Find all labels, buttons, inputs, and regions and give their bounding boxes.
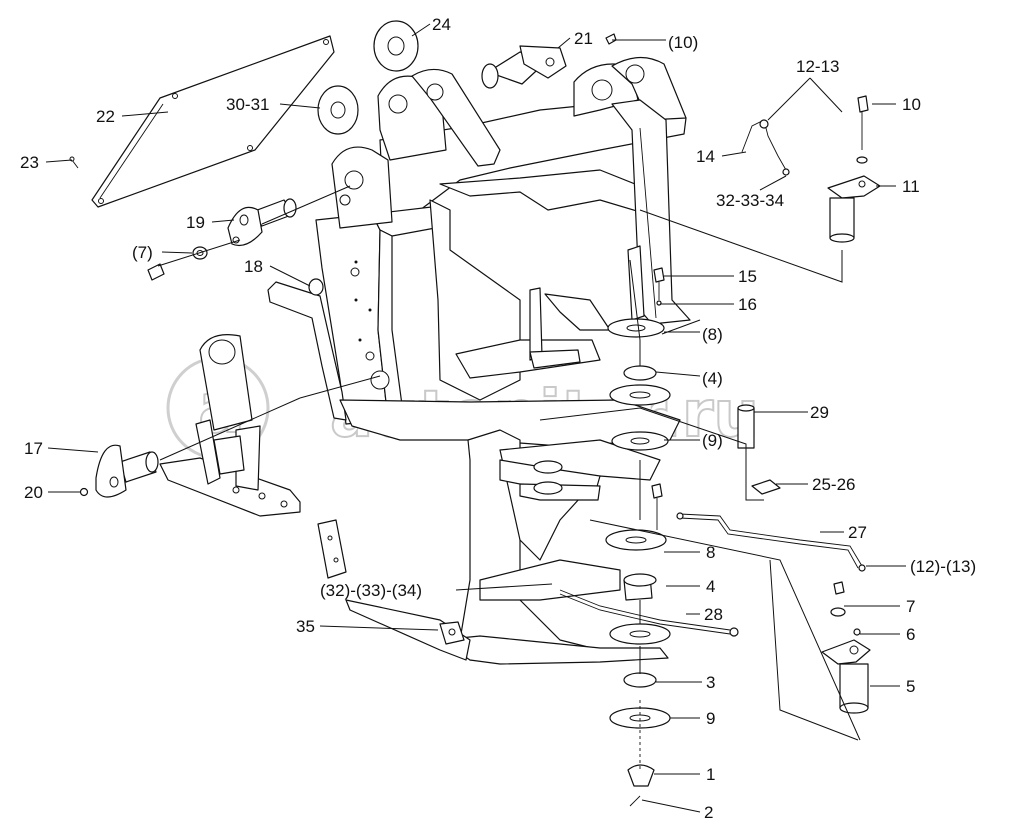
- callout-8-ref: (8): [702, 325, 723, 344]
- pin-5: [821, 639, 871, 714]
- callout-6: 6: [906, 625, 915, 644]
- pivot-stack-upper: [607, 318, 671, 451]
- callout-3: 3: [706, 673, 715, 692]
- lube-line-28: [559, 589, 739, 637]
- main-frame: [159, 56, 691, 665]
- leader-lines: [45, 23, 906, 813]
- callout-10-ref: (10): [668, 33, 698, 52]
- washer-30-31: [317, 85, 359, 135]
- callout-29: 29: [810, 403, 829, 422]
- callout-12-13: 12-13: [796, 57, 839, 76]
- lube-line-14: [741, 119, 790, 176]
- lube-line-27: [676, 512, 866, 572]
- callout-16: 16: [738, 295, 757, 314]
- callout-27: 27: [848, 523, 867, 542]
- callout-20: 20: [24, 483, 43, 502]
- callout-1: 1: [706, 765, 715, 784]
- bolt-lower-stack: [651, 483, 663, 530]
- washer-7-bolt: [147, 246, 208, 281]
- small-bolt-20: [79, 487, 89, 497]
- callout-19: 19: [186, 213, 205, 232]
- callout-22: 22: [96, 107, 115, 126]
- bolt-10: [856, 95, 869, 164]
- callout-23: 23: [20, 153, 39, 172]
- plate-25-26: [751, 479, 781, 495]
- callout-30-31: 30-31: [226, 95, 269, 114]
- bolt-7: [830, 581, 846, 617]
- callout-18: 18: [244, 257, 263, 276]
- callout-7: 7: [906, 597, 915, 616]
- pivot-stack-lower: [605, 529, 671, 807]
- grease-fitting-18: [308, 278, 324, 296]
- callout-25-26: 25-26: [812, 475, 855, 494]
- callout-2: 2: [704, 803, 713, 822]
- frame-bolt-holes: [354, 260, 372, 342]
- callout-21: 21: [574, 29, 593, 48]
- callout-labels: 24 21 (10) 22 30-31 12-13 10 23 14 11 32…: [20, 15, 976, 822]
- callout-28: 28: [704, 605, 723, 624]
- callout-10: 10: [902, 95, 921, 114]
- callout-17: 17: [24, 439, 43, 458]
- callout-5: 5: [906, 677, 915, 696]
- callout-12-13-ref: (12)-(13): [910, 557, 976, 576]
- washer-24: [373, 20, 419, 72]
- cover-plate: [91, 35, 335, 208]
- small-bolt-23: [69, 156, 79, 169]
- callout-7-ref: (7): [132, 243, 153, 262]
- callout-32-33-34: 32-33-34: [716, 191, 784, 210]
- callout-11: 11: [902, 177, 920, 196]
- pin-19: [227, 198, 297, 247]
- callout-9: 9: [706, 709, 715, 728]
- pin-11: [827, 175, 881, 243]
- callout-4: 4: [706, 577, 715, 596]
- callout-8: 8: [706, 543, 715, 562]
- callout-14: 14: [696, 147, 715, 166]
- callout-32-33-34-ref: (32)-(33)-(34): [320, 581, 422, 600]
- nut-6: [853, 628, 861, 636]
- callout-15: 15: [738, 267, 757, 286]
- pin-17: [95, 444, 159, 498]
- assembly-lines: [157, 185, 861, 741]
- pin-21: [481, 33, 617, 89]
- callout-24: 24: [432, 15, 451, 34]
- callout-4-ref: (4): [702, 369, 723, 388]
- callout-35: 35: [296, 617, 315, 636]
- bushing-29: [737, 404, 755, 449]
- callout-9-ref: (9): [702, 431, 723, 450]
